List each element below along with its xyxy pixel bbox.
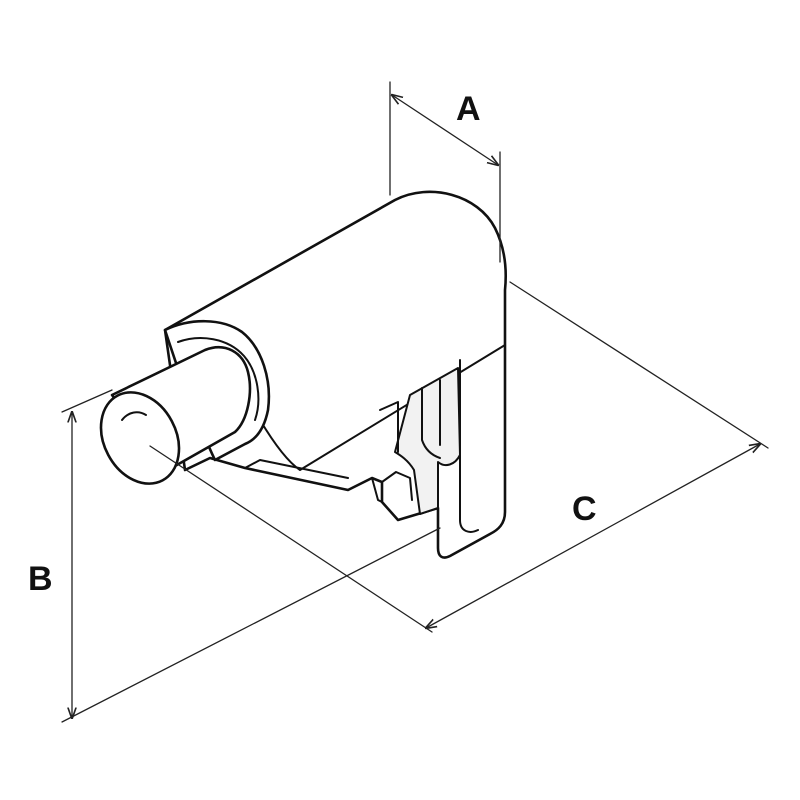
dim-c-label: C [572,490,597,528]
dim-c-line [426,444,760,628]
body-underside [244,459,349,479]
dim-b-extension-top [61,389,113,413]
part-outline [99,190,507,559]
dimension-b: B [28,389,441,723]
dim-c-extension-front [149,445,433,633]
dim-a-label: A [456,90,481,128]
dimension-c: C [149,281,769,633]
plunger-face-highlight [121,411,147,421]
dimension-a: A [390,81,500,263]
plate-step [381,471,413,501]
body-underside-2 [379,401,399,453]
dim-c-extension-back [509,281,769,449]
collar-inner-ring [177,337,260,421]
plate-notch [371,477,383,503]
plunger-face [99,391,181,485]
dim-a-line [392,95,498,165]
dim-b-extension-bottom [61,527,441,723]
cylinder-lower-edge [259,344,506,471]
dim-b-label: B [28,560,53,598]
